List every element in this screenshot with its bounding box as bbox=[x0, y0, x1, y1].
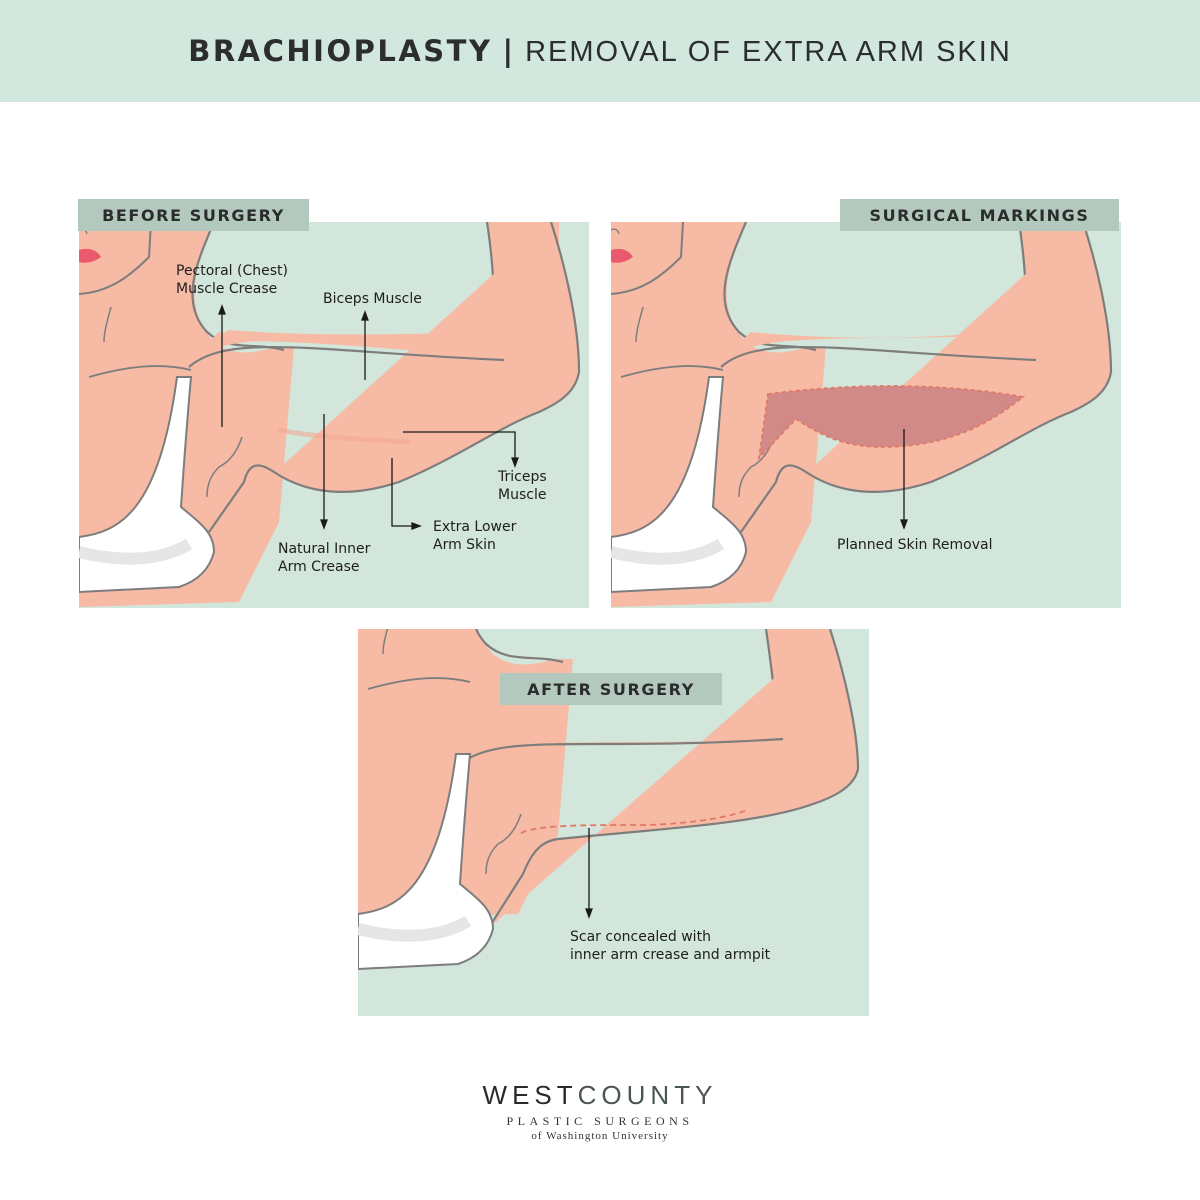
label-before-surgery: BEFORE SURGERY bbox=[78, 199, 309, 231]
annotation-line: Biceps Muscle bbox=[323, 291, 422, 307]
annotation-line: Scar concealed with bbox=[570, 929, 711, 945]
after-illustration bbox=[358, 629, 860, 971]
label-surgical-markings: SURGICAL MARKINGS bbox=[840, 199, 1119, 231]
title-separator: | bbox=[502, 33, 516, 68]
before-illustration bbox=[79, 222, 581, 608]
annotation-planned-skin-removal: Planned Skin Removal bbox=[837, 536, 992, 554]
annotation-line: Pectoral (Chest) bbox=[176, 263, 288, 279]
panel-surgical-markings: Planned Skin Removal bbox=[611, 222, 1121, 608]
logo-subtitle: PLASTIC SURGEONS bbox=[506, 1114, 694, 1128]
page-title: BRACHIOPLASTY | REMOVAL OF EXTRA ARM SKIN bbox=[188, 34, 1012, 69]
panel-after-surgery: Scar concealed with inner arm crease and … bbox=[358, 629, 869, 1016]
logo-wordmark: WESTCOUNTY bbox=[0, 1080, 1200, 1111]
annotation-line: Muscle Crease bbox=[176, 281, 278, 297]
panel-before-surgery: Pectoral (Chest) Muscle Crease Biceps Mus… bbox=[79, 222, 589, 608]
annotation-scar-concealed: Scar concealed with inner arm crease and … bbox=[570, 928, 770, 964]
annotation-line: Extra Lower bbox=[433, 519, 517, 535]
annotation-pectoral-crease: Pectoral (Chest) Muscle Crease bbox=[176, 262, 288, 298]
annotation-line: inner arm crease and armpit bbox=[570, 947, 771, 963]
annotation-line: Planned Skin Removal bbox=[837, 537, 993, 553]
title-bold: BRACHIOPLASTY bbox=[188, 33, 493, 68]
label-after-surgery: AFTER SURGERY bbox=[500, 673, 722, 705]
annotation-biceps-muscle: Biceps Muscle bbox=[323, 290, 422, 308]
annotation-line: Natural Inner bbox=[278, 541, 371, 557]
annotation-line: Muscle bbox=[498, 487, 547, 503]
logo-west: WEST bbox=[482, 1080, 578, 1110]
logo-affiliation: of Washington University bbox=[531, 1130, 669, 1142]
annotation-line: Triceps bbox=[498, 469, 547, 485]
markings-illustration bbox=[611, 222, 1113, 608]
logo-county: COUNTY bbox=[577, 1080, 718, 1110]
footer-logo: WESTCOUNTY PLASTIC SURGEONS of Washingto… bbox=[0, 1080, 1200, 1142]
header-banner: BRACHIOPLASTY | REMOVAL OF EXTRA ARM SKIN bbox=[0, 0, 1200, 102]
annotation-line: Arm Skin bbox=[433, 537, 496, 553]
title-subtitle: REMOVAL OF EXTRA ARM SKIN bbox=[525, 35, 1012, 68]
annotation-line: Arm Crease bbox=[278, 559, 360, 575]
